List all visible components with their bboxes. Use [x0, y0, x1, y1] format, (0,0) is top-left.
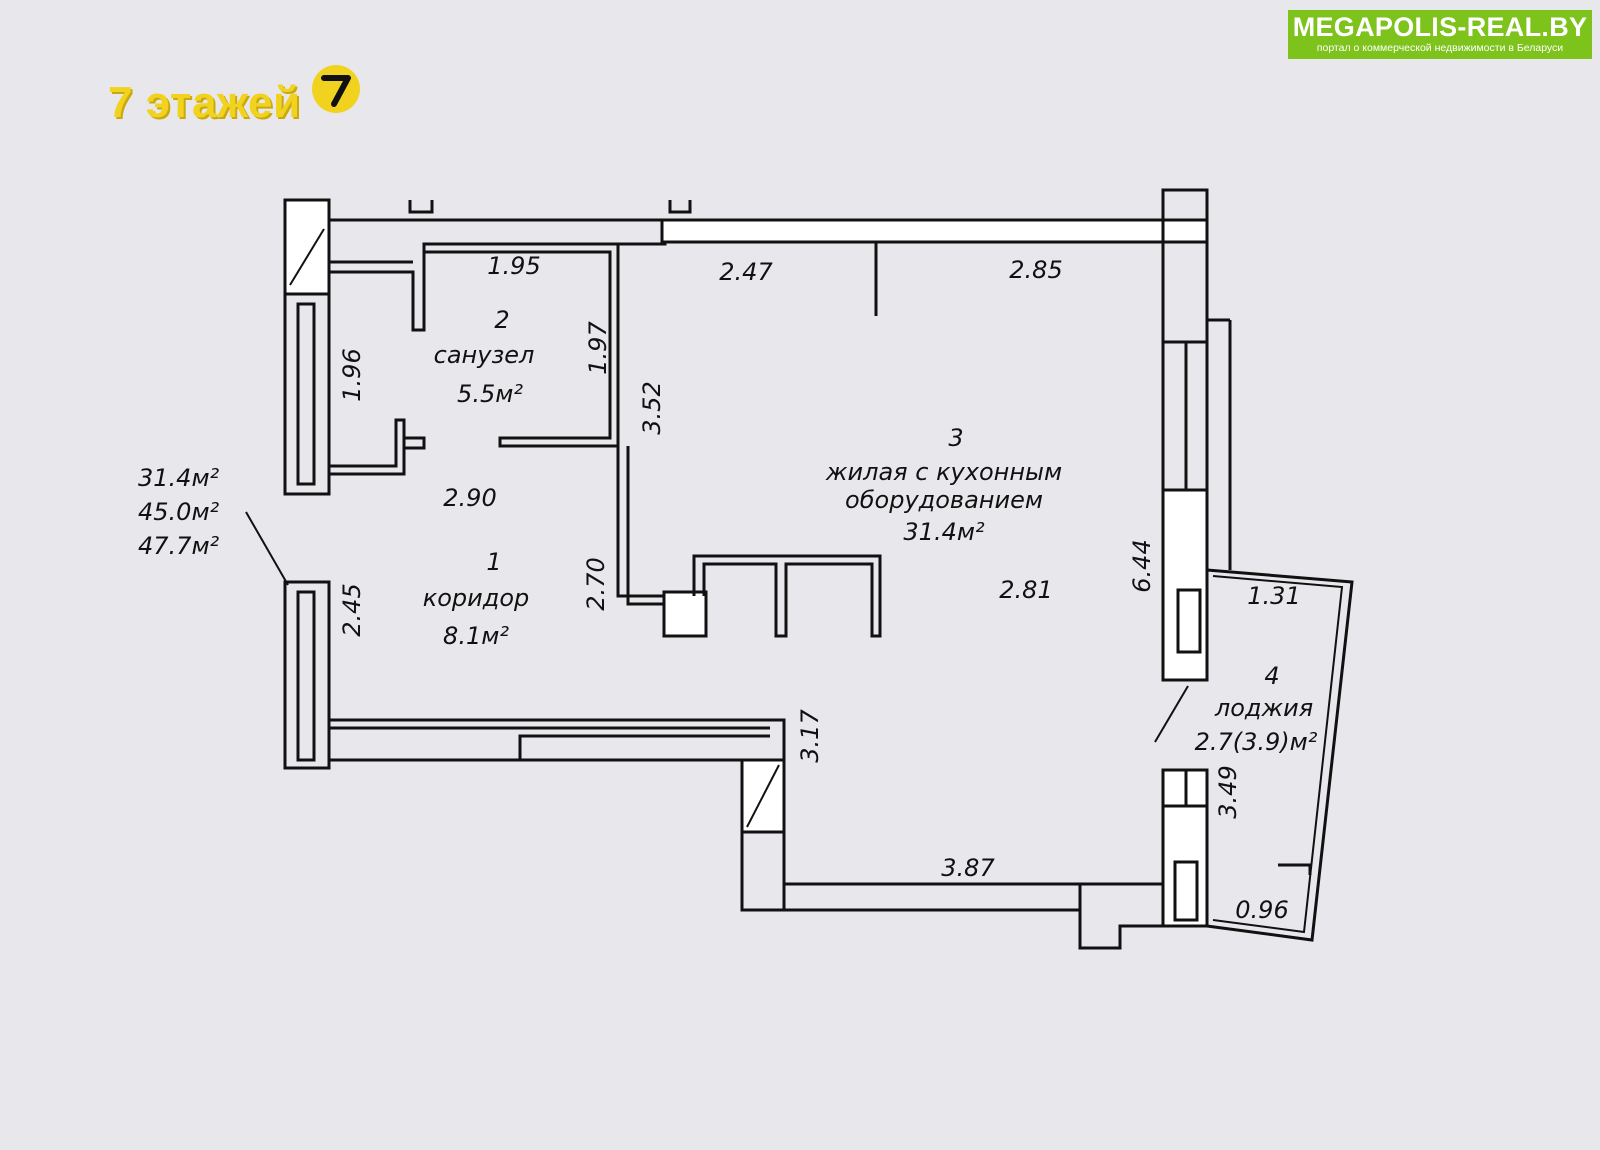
dimension-label: 1.95: [487, 252, 540, 280]
dimensions: 1.95 1.96 1.97 2.90 2.45 2.70 2.47 2.85 …: [338, 252, 1301, 924]
room-name: лоджия: [1214, 694, 1313, 722]
dimension-label: 1.96: [338, 348, 366, 401]
room-name: санузел: [434, 341, 535, 369]
apartment-areas: 31.4м² 45.0м² 47.7м²: [138, 464, 220, 560]
living-area: 31.4м²: [138, 464, 220, 492]
dimension-label: 2.85: [1009, 256, 1062, 284]
number-7-circle-icon: [309, 62, 363, 120]
dimension-label: 3.52: [638, 381, 666, 434]
room-area: 8.1м²: [443, 622, 509, 650]
room-name: коридор: [423, 584, 530, 612]
dimension-label: 3.17: [796, 709, 824, 763]
site-logo[interactable]: MEGAPOLIS-REAL.BY портал о коммерческой …: [1288, 10, 1592, 59]
dimension-label: 2.81: [999, 576, 1052, 604]
room-corridor: 1 коридор 8.1м²: [423, 548, 530, 650]
dimension-label: 0.96: [1235, 896, 1288, 924]
room-number: 3: [948, 424, 963, 452]
floors-badge: 7 этажей: [108, 65, 363, 128]
room-loggia: 4 лоджия 2.7(3.9)м²: [1195, 662, 1318, 756]
room-name-cont: оборудованием: [845, 486, 1043, 514]
total-area: 45.0м²: [138, 498, 220, 526]
dimension-label: 2.70: [582, 557, 610, 610]
dimension-label: 2.47: [719, 258, 773, 286]
dimension-label: 2.90: [443, 484, 496, 512]
room-number: 1: [486, 548, 501, 576]
room-area: 2.7(3.9)м²: [1195, 728, 1318, 756]
walls: [245, 188, 1354, 950]
logo-subtitle: портал о коммерческой недвижимости в Бел…: [1316, 42, 1564, 54]
room-area: 5.5м²: [457, 380, 523, 408]
room-number: 4: [1264, 662, 1279, 690]
floors-label: 7 этажей: [108, 78, 301, 127]
dimension-label: 1.31: [1247, 582, 1300, 610]
dimension-label: 6.44: [1128, 539, 1156, 592]
room-number: 2: [494, 306, 509, 334]
dimension-label: 2.45: [338, 583, 366, 636]
logo-title: MEGAPOLIS-REAL.BY: [1292, 12, 1588, 42]
dimension-label: 1.97: [584, 321, 612, 375]
room-name: жилая с кухонным: [825, 458, 1062, 486]
dimension-label: 3.49: [1214, 765, 1242, 818]
room-area: 31.4м²: [903, 518, 985, 546]
dimension-label: 3.87: [941, 854, 995, 882]
total-with-loggia-area: 47.7м²: [138, 532, 220, 560]
room-living: 3 жилая с кухонным оборудованием 31.4м²: [825, 424, 1062, 546]
room-bathroom: 2 санузел 5.5м²: [434, 306, 535, 408]
